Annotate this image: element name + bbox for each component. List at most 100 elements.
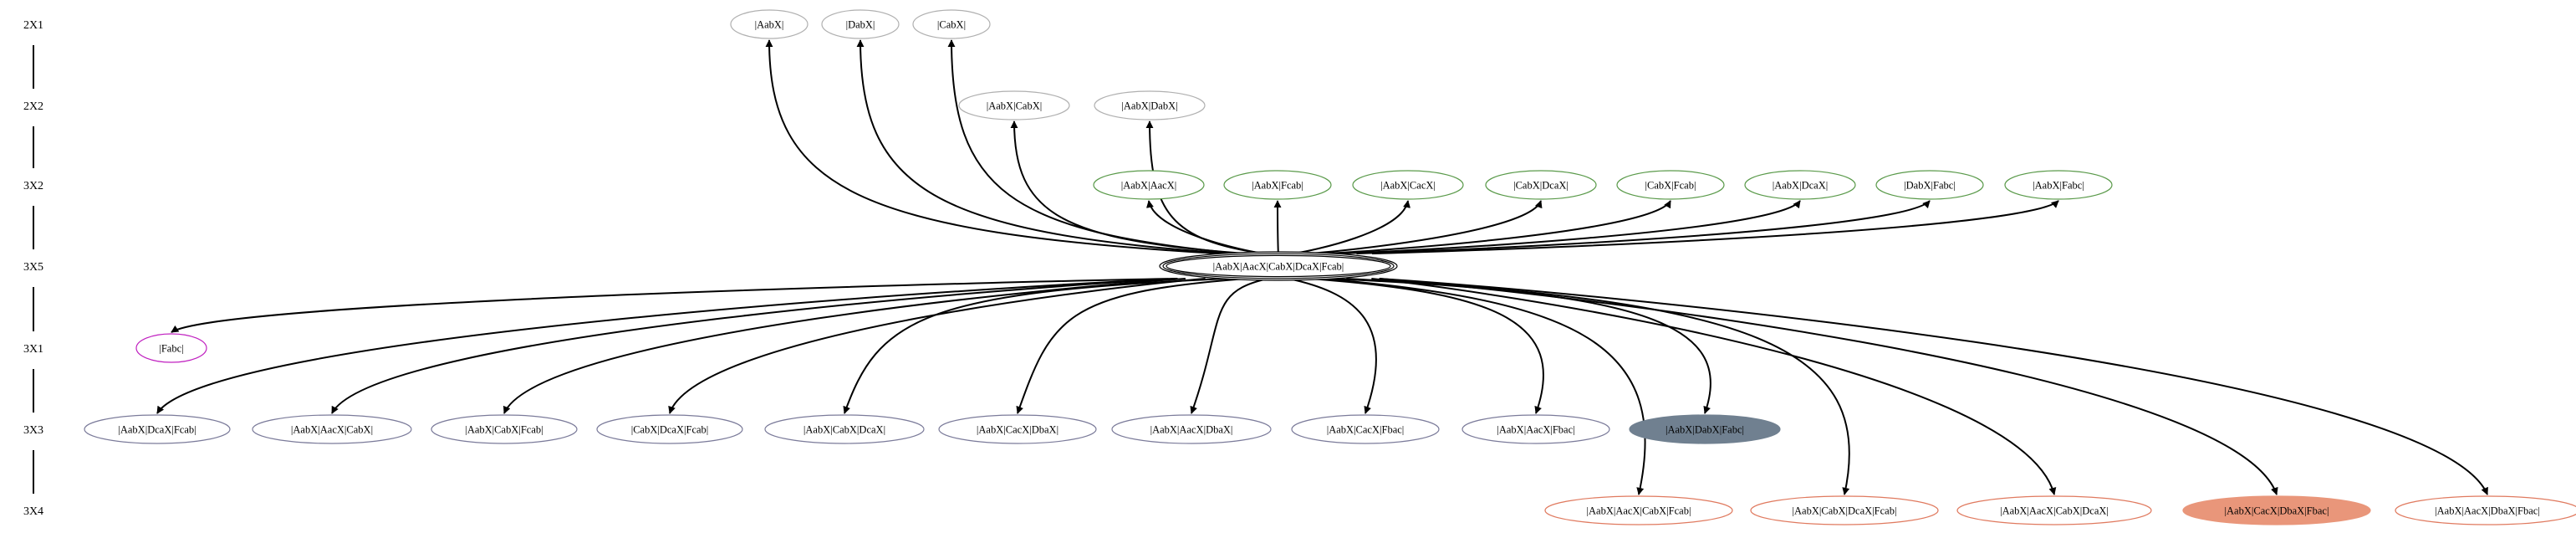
node-label: |AabX|AacX|CabX|DcaX|Fcab|	[1213, 261, 1344, 273]
node-label: |CabX|DcaX|	[1513, 180, 1569, 192]
node-n_ab_cc[interactable]: |AabX|CacX|	[1352, 170, 1464, 200]
node-label: |AabX|AacX|	[1121, 180, 1177, 192]
node-label: |AabX|CacX|DbaX|	[977, 424, 1058, 436]
node-n_r6_8[interactable]: |AabX|CacX|Fbac|	[1291, 414, 1440, 444]
node-n_r6_3[interactable]: |AabX|CabX|Fcab|	[431, 414, 578, 444]
node-label: |AabX|CabX|DcaX|Fcab|	[1793, 505, 1897, 517]
edge-n_center-to-n_r6_9	[1308, 278, 1544, 414]
node-n_cb_dc[interactable]: |CabX|DcaX|	[1485, 170, 1597, 200]
edge-n_center-to-n_r6_4	[668, 278, 1206, 414]
node-label: |AabX|AacX|CabX|	[291, 424, 373, 436]
node-n_r7_5[interactable]: |AabX|AacX|DbaX|Fbac|	[2395, 495, 2576, 525]
node-n_r6_7[interactable]: |AabX|AacX|DbaX|	[1111, 414, 1272, 444]
rank-label-3X4: 3X4	[23, 505, 43, 518]
node-label: |AabX|CabX|Fcab|	[465, 424, 543, 436]
edge-n_center-to-n_r6_2	[331, 278, 1178, 414]
node-label: |AabX|CabX|	[987, 100, 1043, 112]
node-shape	[730, 9, 809, 39]
node-label: |AabX|AacX|CabX|DcaX|	[2000, 505, 2109, 517]
node-label: |AabX|DcaX|Fcab|	[118, 424, 196, 436]
node-n_db[interactable]: |DabX|	[821, 9, 900, 39]
node-shape	[1544, 495, 1733, 525]
edge-n_center-to-n_fabc	[171, 278, 1178, 333]
rank-label-3X5: 3X5	[23, 261, 43, 274]
node-label: |AabX|DabX|Fabc|	[1665, 424, 1744, 436]
edge-n_center-to-n_r7_4	[1379, 278, 2278, 495]
node-shape	[764, 414, 925, 444]
node-n_ab_cb[interactable]: |AabX|CabX|	[958, 90, 1070, 120]
node-n_r6_9[interactable]: |AabX|AacX|Fbac|	[1461, 414, 1610, 444]
node-shape	[1352, 170, 1464, 200]
node-label: |AabX|DcaX|	[1773, 180, 1829, 192]
node-label: |AabX|DabX|	[1121, 100, 1177, 112]
node-ring	[1162, 253, 1395, 279]
node-n_cb[interactable]: |CabX|	[912, 9, 991, 39]
node-label: |AabX|CacX|DbaX|Fbac|	[2225, 505, 2329, 517]
edge-n_center-to-n_ab_fb	[1371, 200, 2059, 254]
edge-n_center-to-n_r6_8	[1288, 278, 1377, 414]
edge-n_center-to-n_r7_1	[1321, 278, 1646, 495]
node-n_db_fb[interactable]: |DabX|Fabc|	[1875, 170, 1984, 200]
edge-n_center-to-n_db	[856, 39, 1229, 254]
node-label: |AabX|AacX|DbaX|	[1150, 424, 1233, 436]
node-label: |AabX|Fcab|	[1252, 180, 1303, 192]
node-shape	[1875, 170, 1984, 200]
node-shape	[431, 414, 578, 444]
edge-n_center-to-n_ab	[765, 39, 1217, 254]
node-n_fabc[interactable]: |Fabc|	[135, 333, 207, 363]
node-label: |AabX|CacX|	[1380, 180, 1436, 192]
node-n_cb_fc[interactable]: |CabX|Fcab|	[1616, 170, 1725, 200]
edge-n_center-to-n_r7_5	[1379, 278, 2488, 495]
edge-n_center-to-n_r6_5	[843, 278, 1227, 414]
node-n_ab[interactable]: |AabX|	[730, 9, 809, 39]
node-shape	[252, 414, 412, 444]
edge-n_center-to-n_ab_dc	[1340, 200, 1801, 254]
node-n_r6_2[interactable]: |AabX|AacX|CabX|	[252, 414, 412, 444]
node-label: |AabX|AacX|Fbac|	[1497, 424, 1574, 436]
node-shape	[1616, 170, 1725, 200]
edge-n_center-to-n_ab_cc	[1293, 200, 1410, 254]
node-shape	[1750, 495, 1939, 525]
node-shape	[958, 90, 1070, 120]
node-n_r6_6[interactable]: |AabX|CacX|DbaX|	[938, 414, 1097, 444]
node-n_r7_2[interactable]: |AabX|CabX|DcaX|Fcab|	[1750, 495, 1939, 525]
node-shape	[84, 414, 231, 444]
edge-n_center-to-n_r6_7	[1190, 278, 1268, 414]
node-label: |Fabc|	[159, 343, 183, 355]
node-label: |CabX|	[937, 19, 966, 31]
edge-n_center-to-n_cb	[947, 39, 1240, 254]
node-n_r6_1[interactable]: |AabX|DcaX|Fcab|	[84, 414, 231, 444]
node-label: |CabX|DcaX|Fcab|	[631, 424, 709, 436]
node-label: |AabX|	[755, 19, 784, 31]
node-n_ab_dc[interactable]: |AabX|DcaX|	[1744, 170, 1856, 200]
node-shape	[1111, 414, 1272, 444]
rank-label-3X3: 3X3	[23, 424, 43, 437]
node-n_ab_fb[interactable]: |AabX|Fabc|	[2004, 170, 2113, 200]
node-shape	[938, 414, 1097, 444]
node-n_ab_ac[interactable]: |AabX|AacX|	[1093, 170, 1205, 200]
node-shape	[1223, 170, 1332, 200]
node-n_r7_4[interactable]: |AabX|CacX|DbaX|Fbac|	[2182, 495, 2371, 525]
node-label: |DabX|	[846, 19, 875, 31]
node-n_r6_4[interactable]: |CabX|DcaX|Fcab|	[596, 414, 743, 444]
node-n_r6_5[interactable]: |AabX|CabX|DcaX|	[764, 414, 925, 444]
rank-label-3X1: 3X1	[23, 343, 43, 356]
node-label: |AabX|Fabc|	[2033, 180, 2084, 192]
rank-label-2X2: 2X2	[23, 100, 43, 113]
edge-n_center-to-n_db_fb	[1356, 200, 1931, 254]
node-label: |AabX|CabX|DcaX|	[803, 424, 885, 436]
edge-n_center-to-n_r6_6	[1016, 278, 1247, 414]
node-n_center[interactable]: |AabX|AacX|CabX|DcaX|Fcab|	[1159, 251, 1398, 281]
node-shape	[1485, 170, 1597, 200]
node-shape	[1094, 90, 1206, 120]
node-n_r7_1[interactable]: |AabX|AacX|CabX|Fcab|	[1544, 495, 1733, 525]
node-shape	[821, 9, 900, 39]
node-n_r6_10[interactable]: |AabX|DabX|Fabc|	[1629, 414, 1781, 444]
node-n_r7_3[interactable]: |AabX|AacX|CabX|DcaX|	[1956, 495, 2152, 525]
edge-n_center-to-n_r7_2	[1346, 278, 1850, 495]
node-shape	[1461, 414, 1610, 444]
node-n_ab_db[interactable]: |AabX|DabX|	[1094, 90, 1206, 120]
node-n_ab_fc[interactable]: |AabX|Fcab|	[1223, 170, 1332, 200]
node-label: |DabX|Fabc|	[1904, 180, 1956, 192]
